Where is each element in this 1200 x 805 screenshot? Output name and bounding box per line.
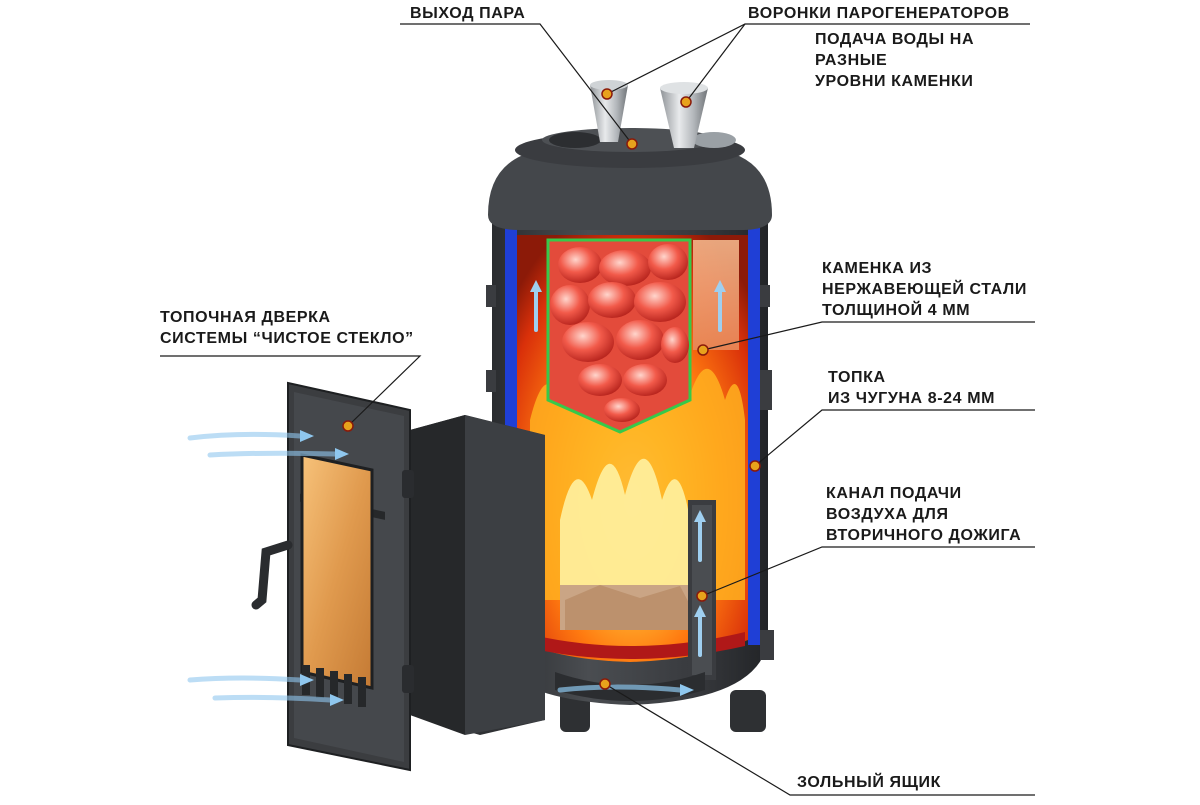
- leader-stone-box: [702, 321, 1035, 351]
- leader-funnels-2: [685, 23, 746, 103]
- label-steam-funnels: ВОРОНКИ ПАРОГЕНЕРАТОРОВ: [748, 3, 1010, 24]
- air-flow-arrows: [187, 431, 683, 703]
- label-firebox-line1: ТОПКА: [828, 369, 886, 386]
- leader-steam-outlet: [400, 23, 633, 145]
- marker-funnel-left: [601, 88, 613, 100]
- marker-stone-box: [697, 344, 709, 356]
- label-air-channel: КАНАЛ ПОДАЧИ ВОЗДУХА ДЛЯ ВТОРИЧНОГО ДОЖИ…: [826, 483, 1021, 546]
- label-stone-box: КАМЕНКА ИЗ НЕРЖАВЕЮЩЕЙ СТАЛИ ТОЛЩИНОЙ 4 …: [822, 258, 1027, 321]
- marker-firebox-door: [342, 420, 354, 432]
- label-stone-box-line3: ТОЛЩИНОЙ 4 ММ: [822, 302, 971, 319]
- leader-firebox-door: [160, 355, 422, 427]
- marker-steam-outlet: [626, 138, 638, 150]
- label-water-supply-line1: ПОДАЧА ВОДЫ НА: [815, 31, 975, 48]
- label-steam-outlet-text: ВЫХОД ПАРА: [410, 5, 526, 22]
- label-steam-funnels-text: ВОРОНКИ ПАРОГЕНЕРАТОРОВ: [748, 5, 1010, 22]
- label-water-supply: ПОДАЧА ВОДЫ НА РАЗНЫЕ УРОВНИ КАМЕНКИ: [815, 29, 974, 92]
- label-ash-box: ЗОЛЬНЫЙ ЯЩИК: [797, 772, 941, 793]
- firebox-tunnel: [410, 415, 545, 735]
- label-firebox: ТОПКА ИЗ ЧУГУНА 8-24 ММ: [828, 367, 995, 409]
- leader-ash-box: [604, 683, 1035, 796]
- label-water-supply-line3: УРОВНИ КАМЕНКИ: [815, 73, 974, 90]
- convection-arrows: [534, 288, 722, 657]
- label-firebox-door-line1: ТОПОЧНАЯ ДВЕРКА: [160, 309, 331, 326]
- leader-lines: [160, 23, 1035, 796]
- label-firebox-line2: ИЗ ЧУГУНА 8-24 ММ: [828, 390, 996, 407]
- label-air-channel-line2: ВОЗДУХА ДЛЯ: [826, 506, 949, 523]
- marker-funnel-right: [680, 96, 692, 108]
- label-water-supply-line2: РАЗНЫЕ: [815, 52, 888, 69]
- marker-firebox: [749, 460, 761, 472]
- label-stone-box-line1: КАМЕНКА ИЗ: [822, 260, 933, 277]
- steam-generator-funnels: [590, 80, 708, 148]
- air-flow-arrowheads: [300, 430, 694, 706]
- label-air-channel-line3: ВТОРИЧНОГО ДОЖИГА: [826, 527, 1022, 544]
- leader-firebox: [754, 409, 1035, 467]
- firebox-door: [251, 381, 414, 772]
- leader-air-channel: [701, 546, 1035, 597]
- label-steam-outlet: ВЫХОД ПАРА: [410, 3, 525, 24]
- label-firebox-door-line2: СИСТЕМЫ “ЧИСТОЕ СТЕКЛО”: [160, 330, 414, 347]
- stones: [550, 244, 689, 422]
- marker-air-channel: [696, 590, 708, 602]
- label-ash-box-text: ЗОЛЬНЫЙ ЯЩИК: [797, 774, 942, 791]
- marker-ash-box: [599, 678, 611, 690]
- label-stone-box-line2: НЕРЖАВЕЮЩЕЙ СТАЛИ: [822, 281, 1027, 298]
- label-firebox-door: ТОПОЧНАЯ ДВЕРКА СИСТЕМЫ “ЧИСТОЕ СТЕКЛО”: [160, 307, 414, 349]
- label-air-channel-line1: КАНАЛ ПОДАЧИ: [826, 485, 962, 502]
- stone-box: [546, 238, 739, 434]
- marker-dots: [342, 88, 761, 690]
- convection-arrowheads: [530, 280, 726, 617]
